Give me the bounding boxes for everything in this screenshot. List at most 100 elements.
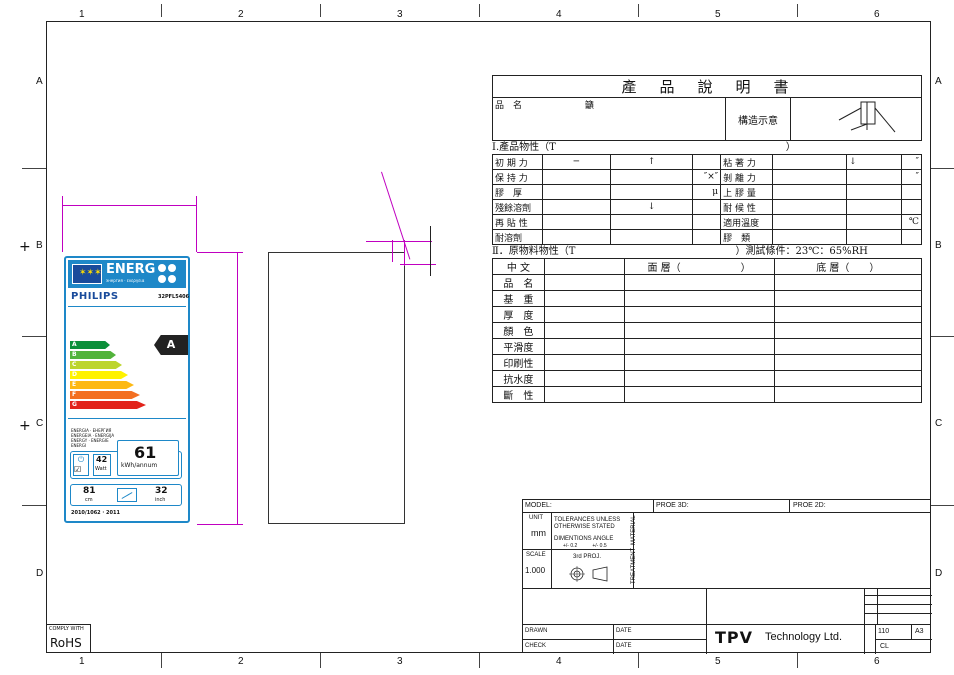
zone-number-bottom: 5 [715,656,721,667]
zone-divider [479,4,480,17]
table-cell [541,214,611,230]
table-cell [900,184,923,200]
energy-class-bar: C [70,361,122,369]
table-cell [543,322,625,339]
table-row: 殘餘溶劑↓耐 候 性 [492,199,923,215]
cm-unit: cm [85,497,93,503]
tolerance-values: +/- 0.2 +/- 0.5 [563,543,607,549]
tolerance-note: TOLERANCES UNLESS OTHERWISE STATED [554,517,621,530]
screen-icon [117,488,137,502]
comply-label: COMPLY WITH [49,626,84,632]
table-header: 底 層（ ） [773,258,923,275]
table-cell: 初 期 力 [492,154,543,170]
sheet-number: 110 [878,628,890,635]
table-header: 面 層（ ） [623,258,775,275]
table-cell [543,338,625,355]
regulation-text: 2010/1062 · 2011 [71,510,120,516]
table-cell [623,338,775,355]
table-cell: ↑ [609,154,694,170]
structure-diagram [790,97,922,141]
zone-number-top: 5 [715,9,721,20]
zone-number-top: 6 [874,9,880,20]
table-row: 顏 色 [492,322,923,339]
table-cell [623,354,775,371]
table-cell: 膠 厚 [492,184,543,200]
table-cell [623,386,775,403]
zone-divider [638,653,639,668]
dimensions-note: DIMENTIONS ANGLE [554,536,614,542]
company-logo: TPV [715,628,754,647]
diagram-label: 構造示意 [725,97,791,141]
zone-divider [797,4,798,17]
table-cell: ↓ [846,154,902,170]
table-cell [771,214,848,230]
table-row: 印刷性 [492,354,923,371]
table-cell [543,274,625,291]
scale-value: 1.000 [525,566,546,575]
dimension-line [197,524,243,525]
energy-languages: ENERGIA · ЕНЕРГИЯ ENERGEIA · ENERGIJA EN… [71,428,115,448]
spec-sheet: 產 品 說 明 書 品 名 籲 構造示意 Ⅰ.產品物性（T ） 初 期 力─ [492,75,923,403]
dimension-line [400,264,436,265]
table-cell [846,184,902,200]
row-label: 抗水度 [492,370,545,387]
table-cell [692,214,722,230]
zone-divider [797,653,798,668]
table-cell [543,354,625,371]
table-cell [623,290,775,307]
zone-number-bottom: 6 [874,656,880,667]
row-label: 印刷性 [492,354,545,371]
zone-divider [638,4,639,17]
lang-badge-icon [168,275,176,283]
drawn-label: DRAWN [525,628,548,634]
table-cell [541,199,611,215]
zone-letter-left: C [36,418,44,429]
table-cell: 剝 離 力 [720,169,773,185]
table-cell [846,214,902,230]
table-cell [773,274,923,291]
divider [68,306,186,307]
table-cell [543,370,625,387]
table-cell [846,229,902,245]
energy-subtitle: энергия · ενεργεια [106,278,145,283]
checkbox-icon: ☑ [74,465,82,474]
table-cell: 再 貼 性 [492,214,543,230]
table-cell [609,169,694,185]
section1-title: Ⅰ.產品物性（T ） [492,142,796,153]
table-cell [771,169,848,185]
lang-badge-icon [158,275,166,283]
model-number: 32PFL5406 [158,294,190,300]
dimension-line [392,240,393,262]
zone-number-top: 3 [397,9,403,20]
power-icon: ⏻ [73,454,89,476]
table-cell: ″ [900,154,923,170]
row-label: 斷 性 [492,386,545,403]
date1-label: DATE [616,628,632,634]
zone-divider [931,336,954,337]
product-name-value: 籲 [584,101,594,111]
energy-class-bar: E [70,381,134,389]
material-properties-table: 中 文面 層（ ）底 層（ ）品 名基 重厚 度顏 色平滑度印刷性抗水度斷 性 [492,258,923,403]
divider [68,418,186,419]
inch-unit: inch [155,497,166,503]
table-cell: ℃ [900,214,923,230]
zone-letter-right: A [935,76,942,87]
power-unit: Watt [95,466,107,472]
table-cell [543,258,625,275]
brand-logo: PHILIPS [71,291,119,302]
drawing-frame [46,21,931,653]
title-block-row: MODEL: PROE 3D: PROE 2D: [523,500,930,513]
structure-diagram-icon [838,101,896,133]
dimension-line [237,252,238,524]
size-panel: 81 cm 32 inch [70,484,182,506]
table-cell [541,229,611,245]
side-view-outline [268,252,405,524]
energy-class-bar: B [70,351,116,359]
zone-letter-left: D [36,568,44,579]
energy-class-bar: G [70,401,146,409]
zone-number-top: 2 [238,9,244,20]
table-cell [609,229,694,245]
zone-divider [22,168,46,169]
zone-letter-right: C [935,418,943,429]
